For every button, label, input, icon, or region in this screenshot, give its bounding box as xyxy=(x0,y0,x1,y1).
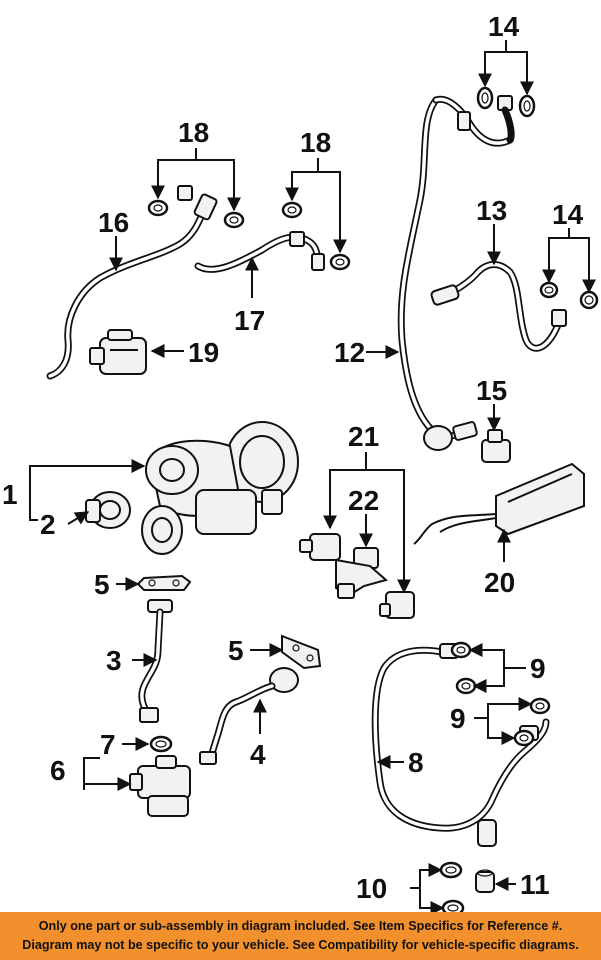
part-20-heat-shield xyxy=(413,462,585,545)
part-4-pipe xyxy=(199,667,299,765)
callout-21: 21 xyxy=(348,421,379,452)
callout-17: 17 xyxy=(234,305,265,336)
callout-5-upper: 5 xyxy=(94,569,110,600)
part-11-fitting xyxy=(475,869,495,893)
part-9-seal-a xyxy=(450,641,472,659)
part-16-oil-line xyxy=(46,185,218,380)
callout-13: 13 xyxy=(476,195,507,226)
part-19-valve xyxy=(89,329,147,375)
part-17-oil-return-line xyxy=(194,231,325,273)
part-1-turbocharger xyxy=(141,421,299,555)
callout-18-left: 18 xyxy=(178,117,209,148)
part-6-valve xyxy=(129,755,191,817)
part-21-valve-right xyxy=(379,591,415,619)
callout-1: 1 xyxy=(2,479,18,510)
callout-4: 4 xyxy=(250,739,266,770)
callout-19: 19 xyxy=(188,337,219,368)
callout-12: 12 xyxy=(334,337,365,368)
part-18-seal-right-b xyxy=(329,253,351,271)
part-14-seal-top-a xyxy=(476,86,494,110)
part-5-gasket-lower xyxy=(281,634,322,670)
part-15-sensor xyxy=(481,429,511,463)
callout-9-upper: 9 xyxy=(530,653,546,684)
disclaimer-line-2: Diagram may not be specific to your vehi… xyxy=(22,938,579,952)
part-9-seal-c xyxy=(529,697,551,715)
parts-diagram: 1 2 3 4 5 5 6 7 8 9 9 10 11 12 13 14 14 … xyxy=(2,11,599,912)
callout-10: 10 xyxy=(356,873,387,904)
part-5-gasket-upper xyxy=(136,574,192,591)
part-2-actuator xyxy=(85,491,131,529)
part-14-seal-mid-b xyxy=(579,290,599,310)
part-18-seal-left-a xyxy=(147,199,169,217)
part-10-seal-a xyxy=(439,861,463,879)
callout-14-top: 14 xyxy=(488,11,520,42)
callout-7: 7 xyxy=(100,729,116,760)
callout-9-lower: 9 xyxy=(450,703,466,734)
callout-20: 20 xyxy=(484,567,515,598)
leader-lines xyxy=(29,40,596,912)
callout-15: 15 xyxy=(476,375,507,406)
part-12-coolant-line xyxy=(397,95,515,451)
callout-18-right: 18 xyxy=(300,127,331,158)
part-14-seal-top-b xyxy=(518,94,536,118)
part-22-valve-assembly xyxy=(335,547,389,599)
callout-16: 16 xyxy=(98,207,129,238)
part-18-seal-left-b xyxy=(223,211,245,229)
callout-3: 3 xyxy=(106,645,122,676)
callout-5-lower: 5 xyxy=(228,635,244,666)
callout-2: 2 xyxy=(40,509,56,540)
part-18-seal-right-a xyxy=(281,201,303,219)
part-14-seal-mid-a xyxy=(539,281,559,299)
callout-22: 22 xyxy=(348,485,379,516)
callout-14-mid: 14 xyxy=(552,199,584,230)
callout-11: 11 xyxy=(520,869,550,900)
part-10-seal-b xyxy=(441,899,465,912)
part-9-seal-b xyxy=(455,677,477,695)
callout-8: 8 xyxy=(408,747,424,778)
part-7-gasket xyxy=(149,735,173,753)
disclaimer-line-1: Only one part or sub-assembly in diagram… xyxy=(38,919,563,933)
part-13-coolant-line xyxy=(430,261,567,352)
part-21-valve-left xyxy=(299,533,341,561)
callout-6: 6 xyxy=(50,755,66,786)
disclaimer-banner: Only one part or sub-assembly in diagram… xyxy=(0,912,601,960)
part-9-seal-d xyxy=(513,729,535,747)
